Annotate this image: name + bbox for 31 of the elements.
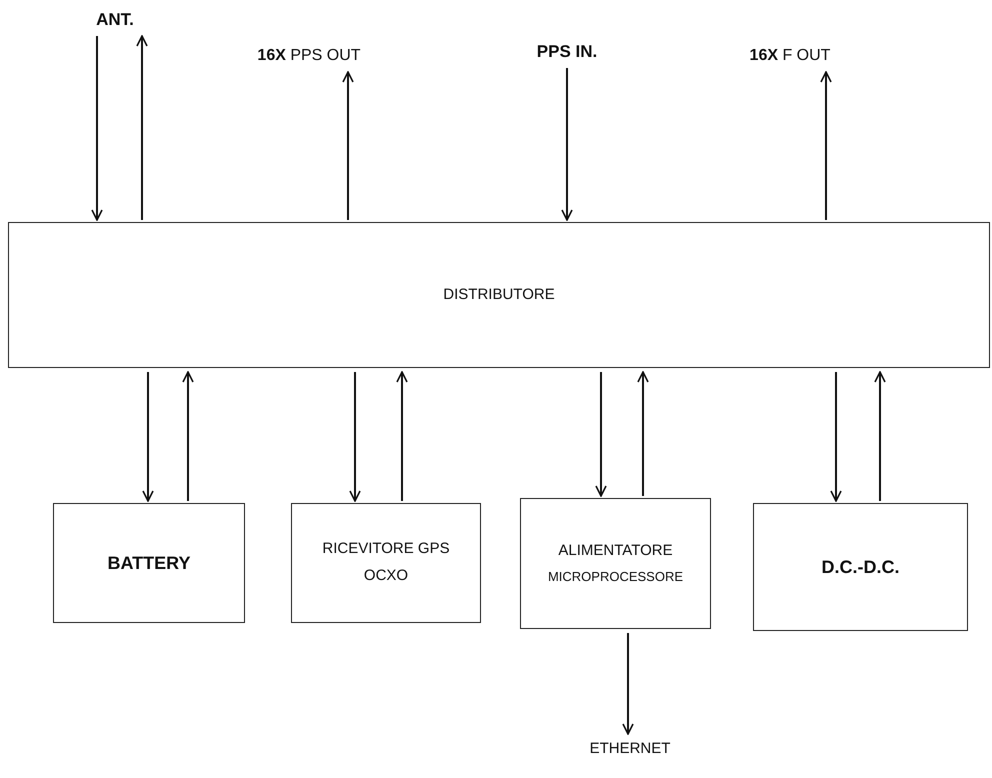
arrow bbox=[396, 371, 408, 501]
arrow bbox=[182, 371, 194, 501]
receiver-block bbox=[291, 503, 481, 623]
arrow bbox=[874, 371, 886, 501]
arrow bbox=[820, 71, 832, 220]
power-block bbox=[520, 498, 711, 629]
block-label: BATTERY bbox=[108, 552, 190, 574]
arrow bbox=[561, 68, 573, 221]
arrow bbox=[349, 372, 361, 502]
arrow bbox=[342, 71, 354, 220]
signal-label: ETHERNET bbox=[590, 740, 670, 758]
converter-block bbox=[753, 503, 968, 631]
block-label: D.C.-D.C. bbox=[822, 556, 900, 578]
arrow bbox=[91, 36, 103, 221]
block-label: DISTRIBUTORE bbox=[443, 286, 555, 304]
block-label: ALIMENTATORE bbox=[558, 542, 673, 561]
signal-label: 16X PPS OUT bbox=[257, 46, 361, 66]
arrow bbox=[142, 372, 154, 502]
block-label: MICROPROCESSORE bbox=[548, 568, 684, 585]
block-label: RICEVITORE GPS bbox=[322, 540, 450, 559]
battery-block bbox=[53, 503, 245, 623]
arrow bbox=[622, 633, 634, 735]
arrow bbox=[136, 35, 148, 220]
distributor-block bbox=[8, 222, 990, 368]
signal-label: ANT. bbox=[96, 9, 134, 31]
block-label: OCXO bbox=[364, 567, 408, 586]
signal-label: 16X F OUT bbox=[750, 46, 830, 66]
arrow bbox=[637, 371, 649, 496]
signal-label: PPS IN. bbox=[536, 41, 598, 63]
arrow bbox=[830, 372, 842, 502]
arrow bbox=[595, 372, 607, 497]
